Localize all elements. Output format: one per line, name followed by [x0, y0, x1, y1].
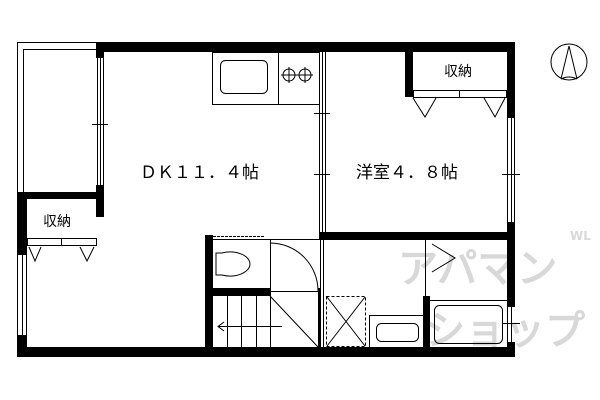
north-arrow-icon — [550, 43, 588, 81]
balcony-inner — [23, 49, 97, 192]
watermark-line2: ショップ — [425, 308, 585, 354]
walls — [17, 42, 515, 357]
balcony — [17, 42, 98, 193]
door-swing — [269, 242, 319, 292]
room-label-dk: ＤＫ１１．４帖 — [140, 163, 259, 183]
storage-label-right: 収納 — [444, 64, 472, 80]
storage-label-left: 収納 — [43, 214, 71, 230]
room-label-western: 洋室４．８帖 — [356, 163, 458, 183]
watermark-small: WL — [570, 229, 591, 243]
sink — [220, 60, 268, 94]
bathtub — [434, 305, 503, 344]
door-swing — [431, 243, 456, 273]
watermark-logo: アパマン ショップ WL — [398, 229, 591, 354]
wash-basin — [369, 315, 425, 348]
washing-machine-space — [326, 296, 366, 347]
watermark-line1: アパマン — [398, 246, 557, 292]
toilet-bowl — [215, 251, 251, 277]
